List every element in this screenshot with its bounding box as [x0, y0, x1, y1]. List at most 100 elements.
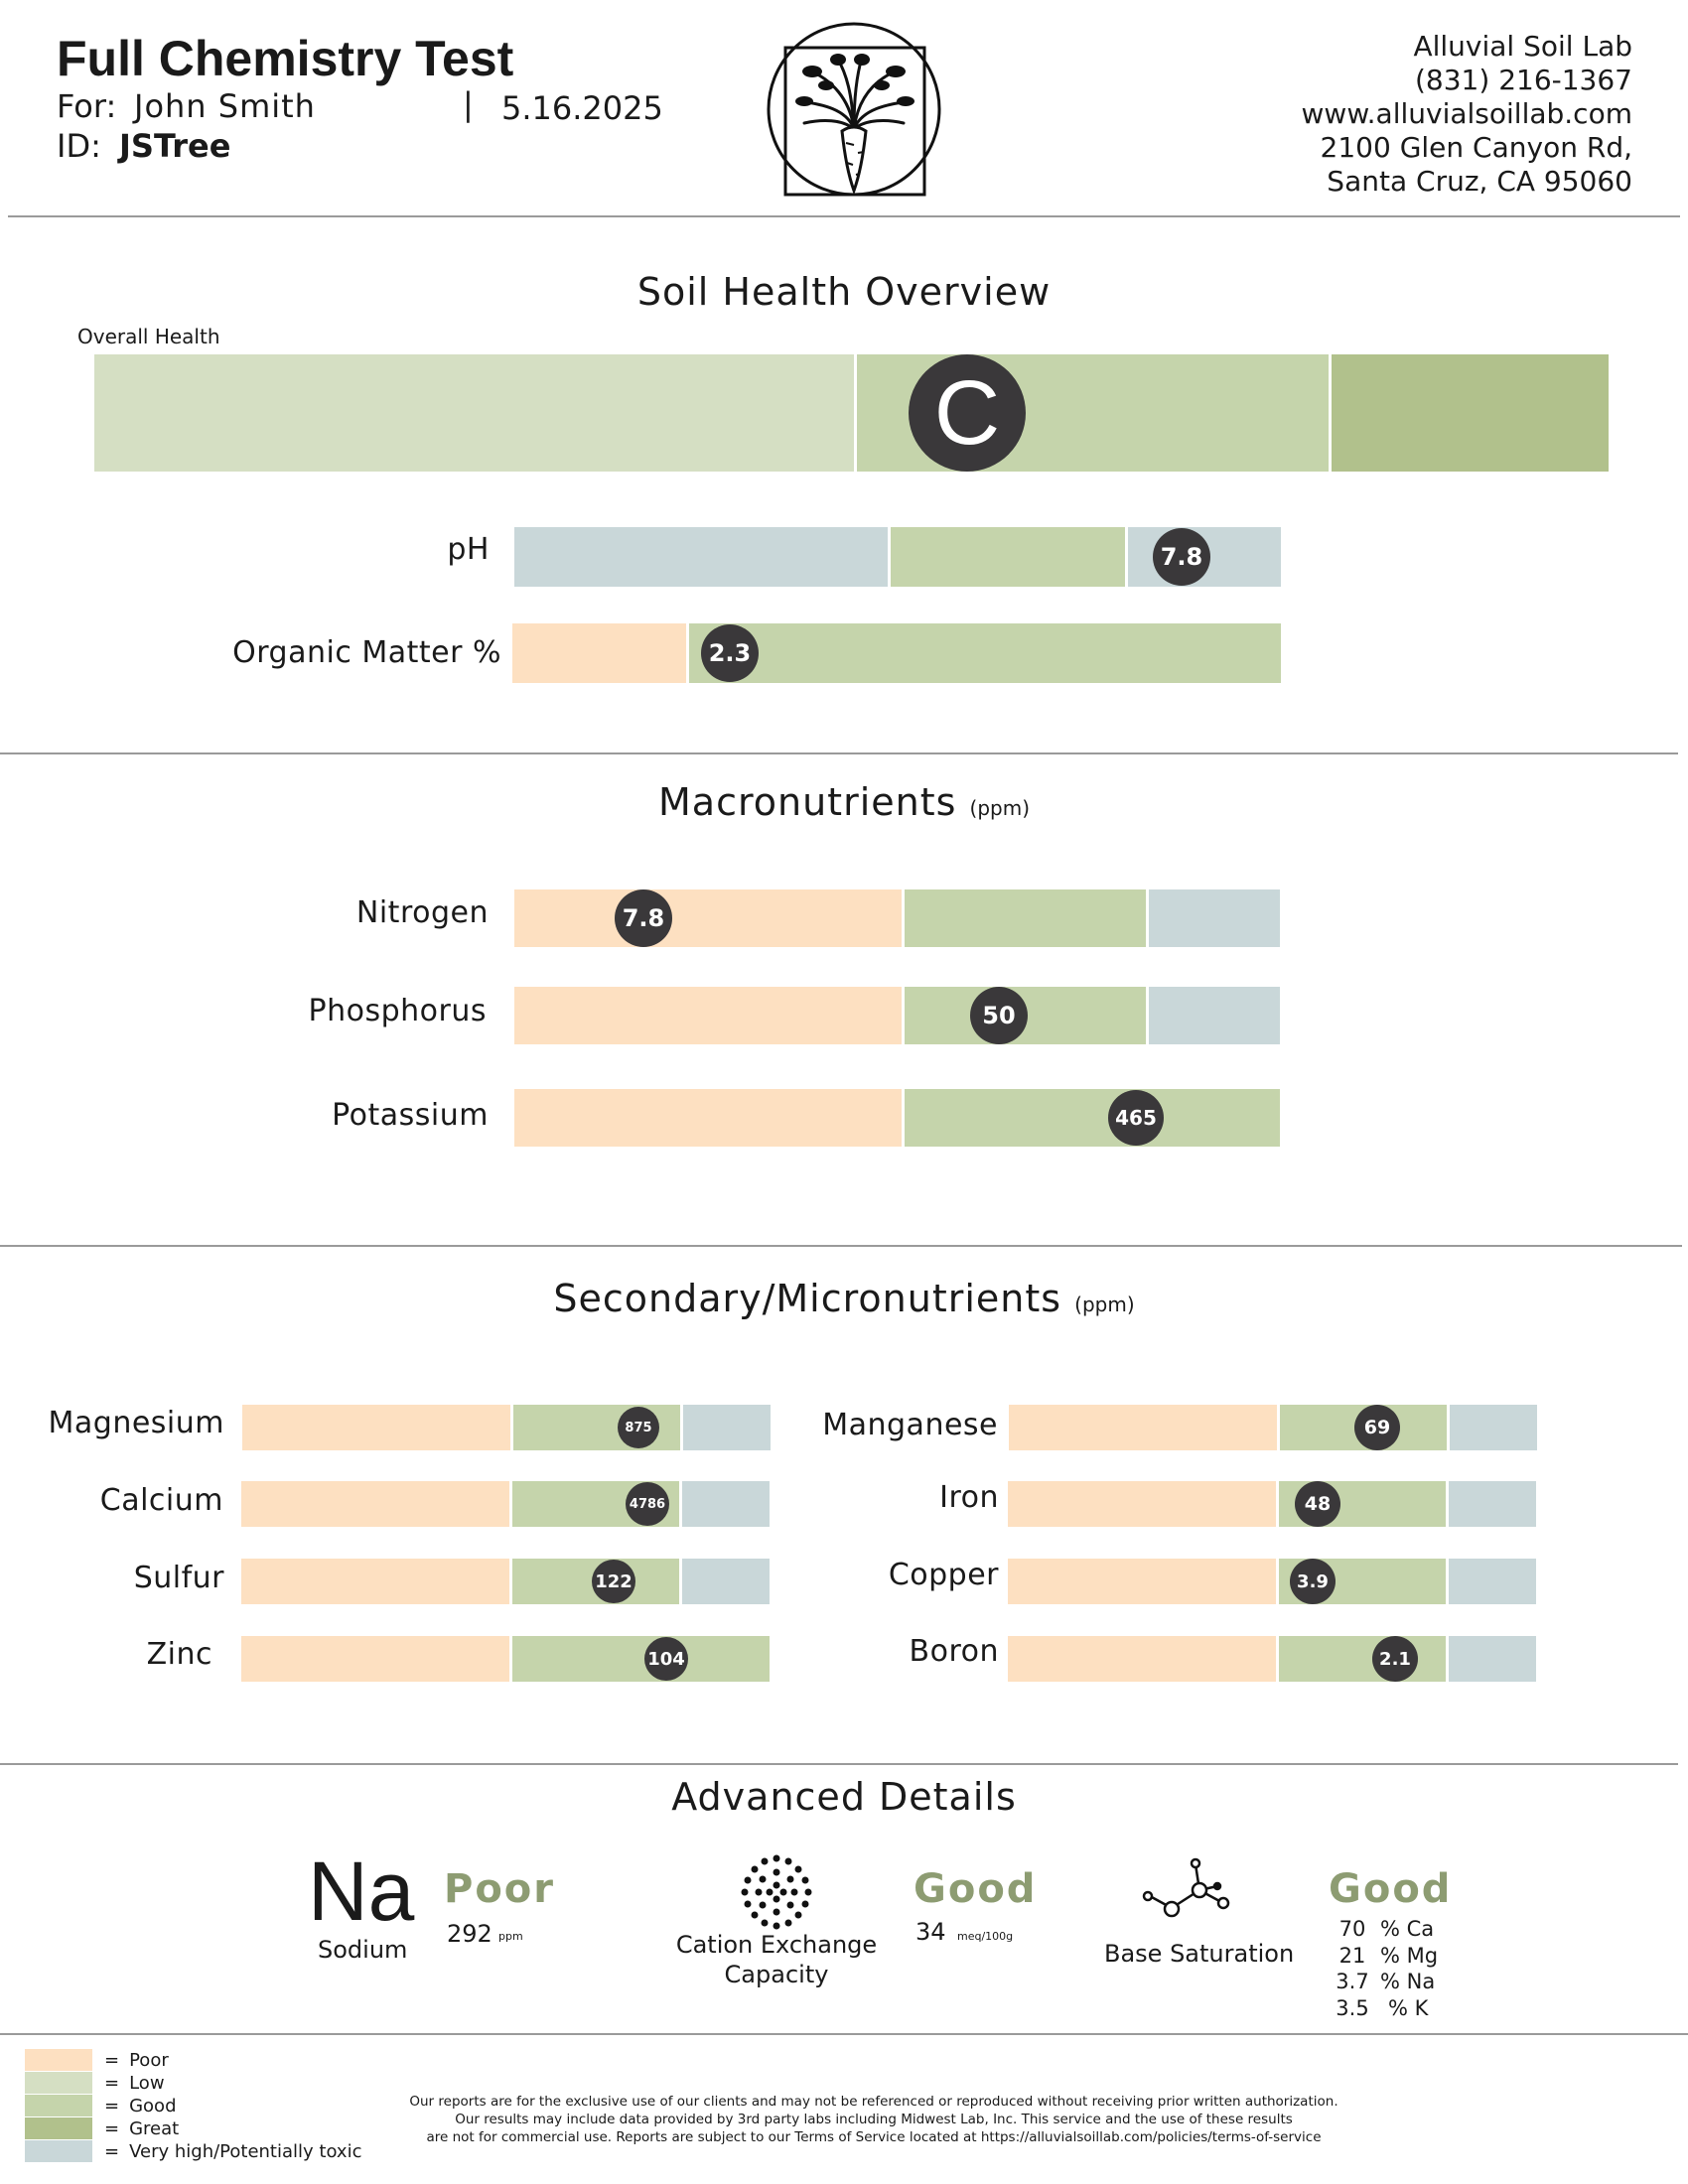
macronutrients-title-text: Macronutrients: [658, 780, 957, 824]
calcium-bar: [241, 1481, 770, 1527]
legend-equals: =: [104, 2072, 120, 2094]
base-sat-value: 21: [1338, 1943, 1366, 1968]
sodium-value: 292: [447, 1920, 492, 1948]
phosphorus-seg-high: [1146, 987, 1280, 1044]
base-sat-value: 3.7: [1336, 1970, 1369, 1993]
lab-website[interactable]: www.alluvialsoillab.com: [1301, 97, 1632, 130]
molecule-icon: [1142, 1856, 1231, 1920]
nitrogen-seg-good: [902, 889, 1146, 947]
advanced-divider: [0, 2033, 1688, 2035]
calcium-value-marker: 4786: [626, 1482, 669, 1526]
zinc-bar: [241, 1636, 770, 1682]
calcium-seg-poor: [241, 1481, 509, 1527]
base-saturation-rating: Good: [1329, 1866, 1453, 1912]
manganese-seg-high: [1447, 1405, 1537, 1450]
lab-info: Alluvial Soil Lab (831) 216-1367 www.all…: [1302, 30, 1632, 199]
iron-seg-poor: [1008, 1481, 1276, 1527]
base-sat-row-mg: 21 % Mg: [1331, 1943, 1438, 1970]
cec-unit: meq/100g: [957, 1930, 1014, 1943]
base-sat-unit: % Mg: [1380, 1943, 1439, 1968]
potassium-seg-good: [902, 1089, 1280, 1147]
sulfur-value-marker: 122: [592, 1560, 635, 1603]
sulfur-seg-high: [679, 1559, 770, 1604]
id-value: JSTree: [119, 127, 231, 165]
iron-label: Iron: [939, 1480, 999, 1515]
base-sat-row-ca: 70 % Ca: [1331, 1916, 1438, 1943]
soil-health-divider: [0, 752, 1678, 754]
lab-phone: (831) 216-1367: [1415, 64, 1632, 96]
cec-label-line2: Capacity: [724, 1961, 829, 1988]
base-saturation-label: Base Saturation: [1104, 1940, 1295, 1968]
lab-name: Alluvial Soil Lab: [1413, 30, 1632, 63]
manganese-seg-poor: [1009, 1405, 1277, 1450]
ph-value-marker: 7.8: [1153, 528, 1210, 586]
nitrogen-bar: [514, 889, 1280, 947]
overall-health-label: Overall Health: [77, 325, 220, 348]
phosphorus-value-marker: 50: [970, 987, 1028, 1044]
footer-line2: Our results may include data provided by…: [455, 2112, 1293, 2127]
legend-label: Great: [129, 2117, 180, 2139]
iron-value-marker: 48: [1295, 1481, 1340, 1527]
sulfur-bar: [241, 1559, 770, 1604]
footer-line3[interactable]: are not for commercial use. Reports are …: [426, 2129, 1322, 2145]
base-sat-unit: % Ca: [1380, 1917, 1435, 1941]
manganese-label: Manganese: [822, 1408, 998, 1442]
boron-seg-high: [1446, 1636, 1536, 1682]
magnesium-value-marker: 875: [618, 1407, 659, 1448]
potassium-bar: [514, 1089, 1280, 1147]
sodium-unit: ppm: [498, 1930, 523, 1943]
legend-swatch: [25, 2140, 92, 2162]
cec-rating: Good: [914, 1866, 1038, 1912]
manganese-value-marker: 69: [1354, 1405, 1400, 1450]
manganese-bar: [1009, 1405, 1537, 1450]
header-divider: [8, 215, 1680, 217]
legend-item-good: = Good: [25, 2095, 177, 2116]
organic-matter-label: Organic Matter %: [232, 635, 501, 670]
base-sat-unit: % K: [1388, 1995, 1429, 2020]
legend-swatch: [25, 2072, 92, 2094]
secondary-unit: (ppm): [1074, 1293, 1135, 1316]
base-saturation-list: 70 % Ca 21 % Mg 3.7 % Na 3.5 % K: [1331, 1916, 1438, 2021]
potassium-value-marker: 465: [1108, 1090, 1164, 1146]
overall-seg-low: [94, 354, 854, 472]
legend-item-low: = Low: [25, 2072, 165, 2094]
organic-matter-value-marker: 2.3: [701, 624, 759, 682]
zinc-value-marker: 104: [644, 1637, 688, 1681]
header-separator: |: [463, 85, 474, 123]
base-sat-unit: % Na: [1380, 1970, 1436, 1993]
phosphorus-label: Phosphorus: [308, 994, 487, 1028]
legend-label: Very high/Potentially toxic: [129, 2140, 362, 2162]
ph-bar: [514, 527, 1281, 587]
copper-label: Copper: [888, 1558, 999, 1592]
zinc-seg-poor: [241, 1636, 509, 1682]
organic-matter-bar: [512, 623, 1281, 683]
client-name: John Smith: [134, 87, 316, 125]
zinc-seg-good: [509, 1636, 770, 1682]
magnesium-label: Magnesium: [48, 1406, 224, 1440]
overall-seg-great: [1329, 354, 1609, 472]
copper-seg-poor: [1008, 1559, 1276, 1604]
legend-swatch: [25, 2095, 92, 2116]
macronutrients-unit: (ppm): [969, 796, 1030, 820]
carrot-logo-icon: [763, 20, 945, 199]
legend-label: Low: [129, 2072, 165, 2094]
secondary-title: Secondary/Micronutrients (ppm): [0, 1277, 1688, 1320]
lab-address-line1: 2100 Glen Canyon Rd,: [1320, 131, 1632, 164]
ph-label: pH: [447, 532, 490, 567]
cec-value: 34: [915, 1918, 946, 1946]
soil-health-title: Soil Health Overview: [636, 270, 1052, 314]
base-sat-value: 70: [1338, 1917, 1366, 1941]
id-label: ID:: [57, 127, 101, 165]
calcium-label: Calcium: [99, 1483, 223, 1518]
cec-label-line1: Cation Exchange: [675, 1931, 878, 1959]
footer-line1: Our reports are for the exclusive use of…: [409, 2094, 1338, 2110]
secondary-title-text: Secondary/Micronutrients: [553, 1277, 1062, 1320]
boron-value-marker: 2.1: [1372, 1636, 1418, 1682]
ph-seg-low: [514, 527, 888, 587]
legend-swatch: [25, 2049, 92, 2071]
ph-seg-good: [888, 527, 1125, 587]
calcium-seg-high: [679, 1481, 770, 1527]
phosphorus-seg-poor: [514, 987, 902, 1044]
sodium-symbol: Na: [308, 1844, 415, 1938]
iron-bar: [1008, 1481, 1536, 1527]
